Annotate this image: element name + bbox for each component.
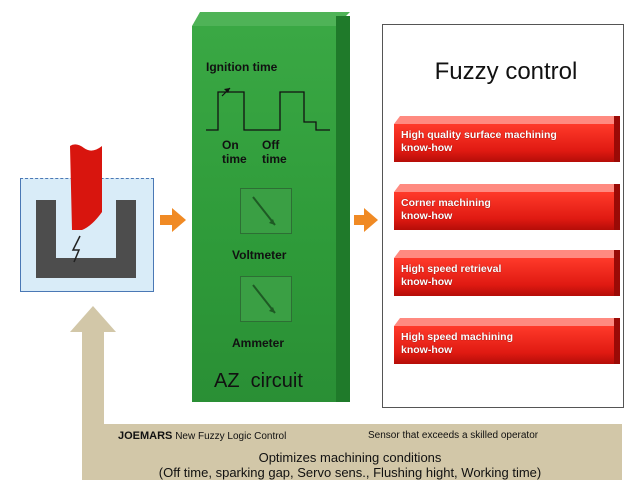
fuzzy-item-line1: High speed machining bbox=[401, 331, 514, 343]
workpiece-left-wall bbox=[36, 200, 56, 276]
brand-caption: JOEMARS New Fuzzy Logic Control bbox=[118, 430, 286, 442]
voltmeter-icon bbox=[240, 188, 292, 234]
optimizes-line1: Optimizes machining conditions bbox=[258, 450, 442, 465]
sensor-caption: Sensor that exceeds a skilled operator bbox=[368, 430, 539, 441]
fuzzy-item-line2: know-how bbox=[401, 142, 453, 154]
workpiece-bottom bbox=[36, 258, 136, 278]
product-name: New Fuzzy Logic Control bbox=[175, 431, 287, 442]
fuzzy-item-line1: High speed retrieval bbox=[401, 263, 502, 275]
fuzzy-item-line1: Corner machining bbox=[401, 197, 491, 209]
arrow-to-fuzzy-icon bbox=[364, 208, 378, 232]
voltmeter-label: Voltmeter bbox=[232, 248, 287, 262]
fuzzy-item-line2: know-how bbox=[401, 344, 453, 356]
feedback-band-horizontal bbox=[82, 424, 622, 480]
az-panel-side bbox=[336, 16, 350, 402]
fuzzy-item-line2: know-how bbox=[401, 276, 453, 288]
electrode-icon bbox=[70, 144, 102, 230]
feedback-arrowhead bbox=[70, 306, 116, 332]
spark-icon bbox=[71, 235, 81, 263]
fuzzy-item-line1: High quality surface machining bbox=[401, 129, 557, 141]
arrow-to-az-icon bbox=[172, 208, 186, 232]
az-panel-top bbox=[192, 12, 350, 26]
arrow-stem-2 bbox=[354, 215, 366, 225]
ammeter-label: Ammeter bbox=[232, 336, 285, 350]
ignition-time-label: Ignition time bbox=[206, 60, 278, 74]
on-time-label: On time bbox=[222, 138, 247, 166]
workpiece-right-wall bbox=[116, 200, 136, 276]
off-time-label: Off time bbox=[262, 138, 287, 166]
pulse-waveform-icon bbox=[206, 87, 330, 131]
az-circuit-title: AZ circuit bbox=[214, 370, 303, 392]
ammeter-icon bbox=[240, 276, 292, 322]
arrow-stem-1 bbox=[160, 215, 174, 225]
fuzzy-item-line2: know-how bbox=[401, 210, 453, 222]
fuzzy-control-title: Fuzzy control bbox=[434, 58, 578, 85]
brand-name: JOEMARS bbox=[118, 430, 173, 442]
optimizes-line2: (Off time, sparking gap, Servo sens., Fl… bbox=[158, 465, 542, 480]
